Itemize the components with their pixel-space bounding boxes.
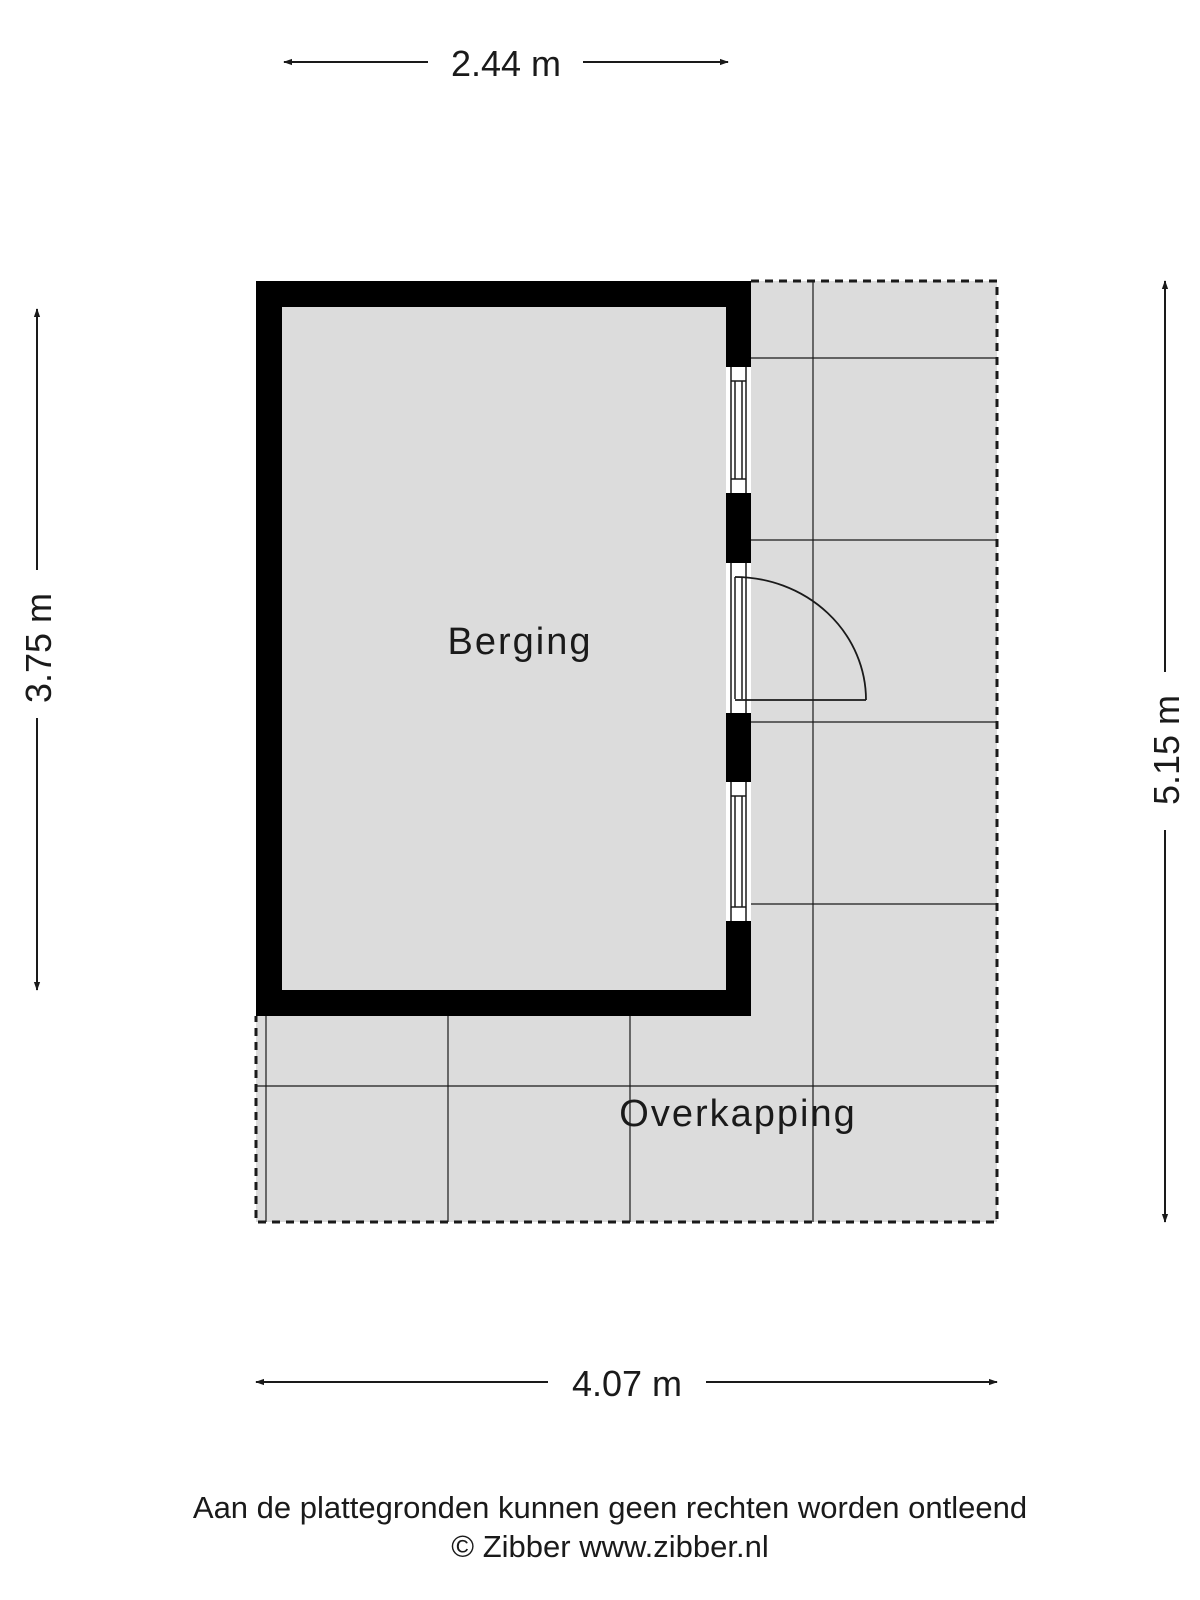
window-lower [730,782,747,921]
dimension-top-label: 2.44 m [451,43,561,84]
dimension-bottom: 4.07 m [255,1363,998,1404]
dimension-right: 5.15 m [1146,280,1187,1223]
dimension-bottom-label: 4.07 m [572,1363,682,1404]
copyright-text: © Zibber www.zibber.nl [451,1529,768,1564]
canopy-area [254,279,999,1224]
dimension-left: 3.75 m [18,308,59,991]
dimension-left-label: 3.75 m [18,593,59,703]
door-frame [730,563,747,713]
window-upper [730,367,747,493]
room-label-storage: Berging [448,621,593,663]
tile-grid [256,281,997,1222]
disclaimer-text: Aan de plattegronden kunnen geen rechten… [193,1490,1027,1525]
storage-room [256,281,751,1016]
door-swing [734,576,867,701]
dimension-right-label: 5.15 m [1146,695,1187,805]
room-label-canopy: Overkapping [619,1093,856,1135]
dimension-top: 2.44 m [283,43,729,84]
